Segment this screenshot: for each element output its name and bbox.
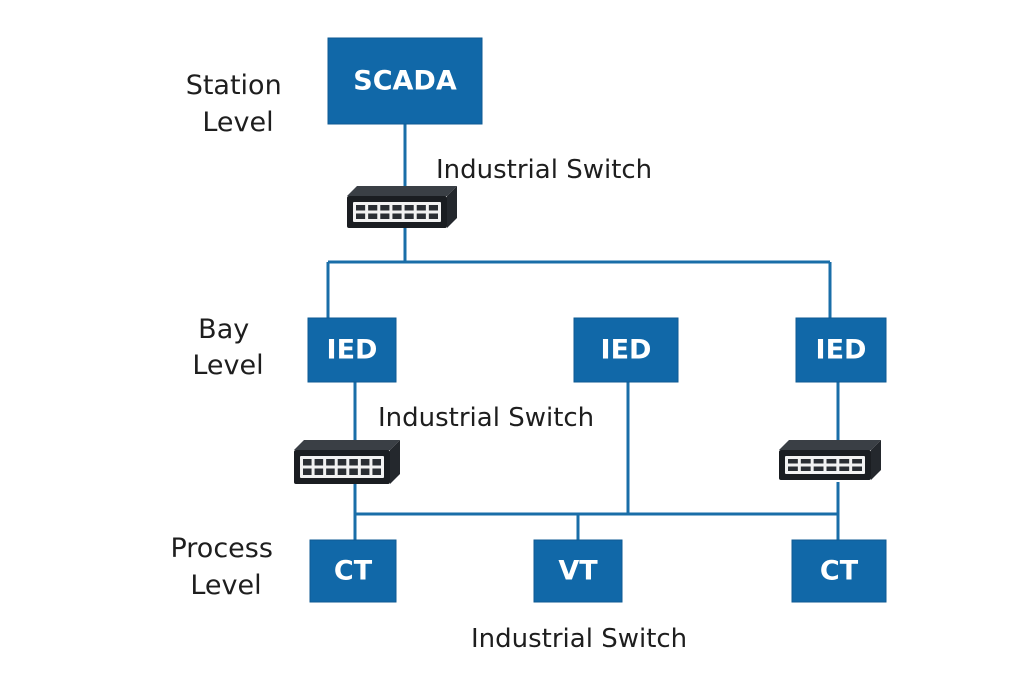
connection-wires xyxy=(326,124,840,542)
level-labels: Station Level Bay Level Process Level xyxy=(170,70,291,601)
process-level-line1: Process xyxy=(170,533,272,564)
vt-center-label: VT xyxy=(558,556,598,587)
ct-left-box xyxy=(309,539,397,603)
switch-port xyxy=(404,213,414,219)
node-ied-center: IED xyxy=(573,317,679,383)
switch-port xyxy=(349,459,358,466)
switch-port xyxy=(813,459,824,464)
switch-port xyxy=(326,459,335,466)
switch-top-face xyxy=(779,440,881,450)
node-vt-center: VT xyxy=(533,539,623,603)
station-level-line2: Level xyxy=(202,107,273,138)
scada-label: SCADA xyxy=(353,66,457,97)
switch-port xyxy=(368,213,378,219)
switch-port xyxy=(813,466,824,471)
node-ct-right: CT xyxy=(791,539,887,603)
switch-port xyxy=(800,466,811,471)
ied-center-box xyxy=(573,317,679,383)
switch-port xyxy=(428,213,438,219)
ied-center-label: IED xyxy=(601,335,652,366)
switch-port xyxy=(303,459,312,466)
switch-port xyxy=(839,459,850,464)
station-level-line1: Station xyxy=(186,70,282,101)
switch-port xyxy=(372,459,381,466)
vt-center-box xyxy=(533,539,623,603)
switch-port xyxy=(303,468,312,475)
switch-port xyxy=(380,205,390,211)
switch-label-top: Industrial Switch xyxy=(436,155,652,185)
switch-port xyxy=(380,213,390,219)
switch-port xyxy=(788,459,798,464)
switch-port xyxy=(392,213,402,219)
node-ied-right: IED xyxy=(795,317,887,383)
switch-port xyxy=(356,205,366,211)
switch-port xyxy=(337,468,347,475)
switch-port-panel xyxy=(785,456,865,474)
node-scada: SCADA xyxy=(327,37,483,125)
node-ied-left: IED xyxy=(307,317,397,383)
switch-port xyxy=(314,468,324,475)
switch-port xyxy=(326,468,335,475)
switch-icon-left xyxy=(294,440,400,484)
bay-level-line1: Bay xyxy=(198,314,249,345)
switch-label-bottom: Industrial Switch xyxy=(471,624,687,654)
switch-port xyxy=(360,459,370,466)
switch-port xyxy=(356,213,366,219)
switch-port xyxy=(826,459,837,464)
switch-port xyxy=(314,459,324,466)
switch-side-face xyxy=(871,440,881,480)
switch-port xyxy=(826,466,837,471)
switch-port xyxy=(788,466,798,471)
ied-left-box xyxy=(307,317,397,383)
node-ct-left: CT xyxy=(309,539,397,603)
switch-port xyxy=(852,459,862,464)
switch-port xyxy=(392,205,402,211)
ied-left-label: IED xyxy=(327,335,378,366)
switch-port xyxy=(372,468,381,475)
ied-right-box xyxy=(795,317,887,383)
switch-labels: Industrial Switch Industrial Switch Indu… xyxy=(378,155,687,654)
process-level-line2: Level xyxy=(190,570,261,601)
scada-box xyxy=(327,37,483,125)
switch-port xyxy=(360,468,370,475)
switch-port xyxy=(416,213,426,219)
bay-level-line2: Level xyxy=(192,350,263,381)
process-level-label: Process Level xyxy=(170,533,281,601)
station-level-label: Station Level xyxy=(186,70,291,138)
switch-port xyxy=(337,459,347,466)
switch-port xyxy=(852,466,862,471)
switch-port xyxy=(800,459,811,464)
ct-right-label: CT xyxy=(820,556,859,587)
switch-top-face xyxy=(294,440,400,450)
switch-label-middle: Industrial Switch xyxy=(378,403,594,433)
switch-port xyxy=(368,205,378,211)
switch-side-face xyxy=(447,186,457,228)
switch-icon-right xyxy=(779,440,881,480)
switch-port xyxy=(839,466,850,471)
switch-port xyxy=(416,205,426,211)
ied-right-label: IED xyxy=(816,335,867,366)
switch-port xyxy=(349,468,358,475)
switch-icon-top xyxy=(347,186,457,228)
switch-top-face xyxy=(347,186,457,196)
switch-port xyxy=(404,205,414,211)
ct-right-box xyxy=(791,539,887,603)
switch-port xyxy=(428,205,438,211)
bay-level-label: Bay Level xyxy=(192,314,263,381)
ct-left-label: CT xyxy=(334,556,373,587)
switch-side-face xyxy=(390,440,400,484)
